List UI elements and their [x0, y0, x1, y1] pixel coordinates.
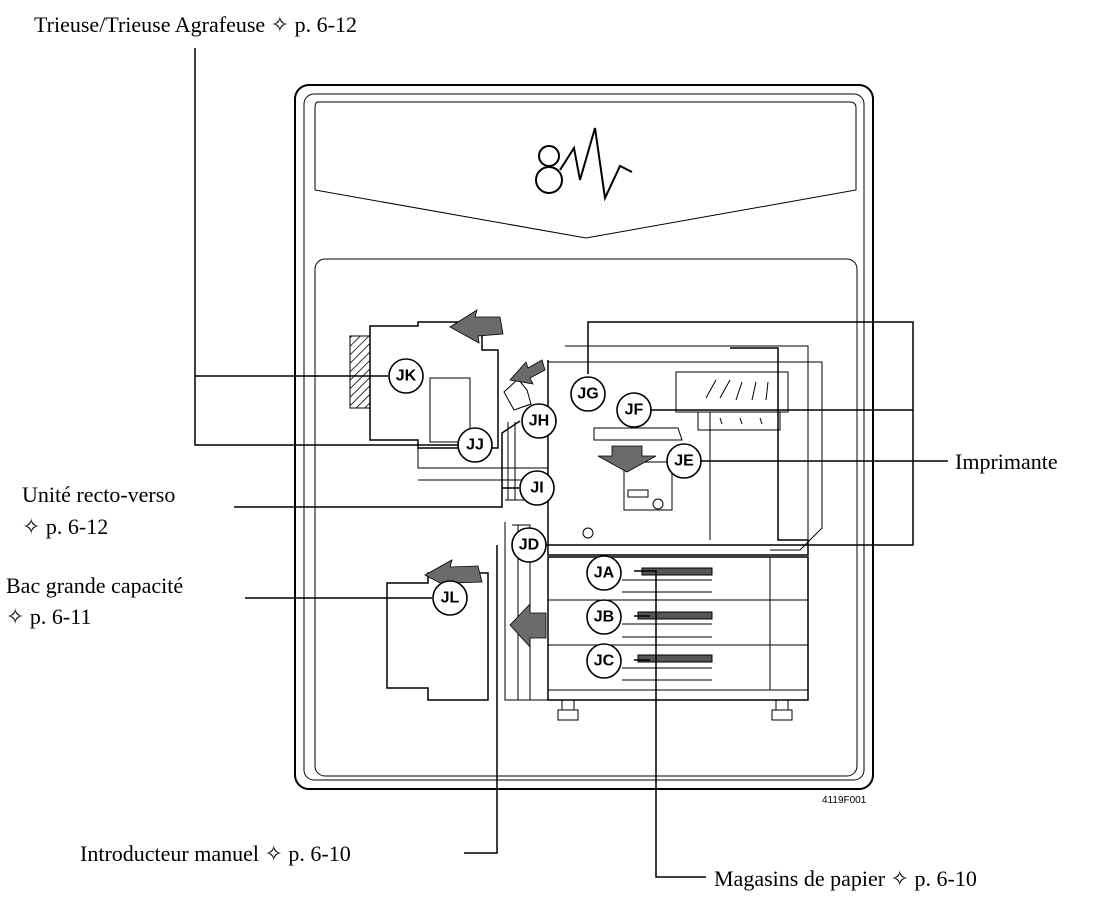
callout-JL: JL — [432, 580, 468, 616]
callout-JJ: JJ — [457, 427, 493, 463]
svg-text:JL: JL — [441, 590, 460, 607]
label-manual-feed: Introducteur manuel ✧ p. 6-10 — [80, 841, 351, 866]
svg-text:JI: JI — [530, 480, 543, 497]
arrow-up-left-icon — [509, 359, 546, 385]
printer-unit — [547, 345, 823, 556]
svg-text:JB: JB — [594, 609, 614, 626]
callout-JK: JK — [388, 358, 424, 394]
callout-JF: JF — [616, 392, 652, 428]
callout-JI: JI — [519, 470, 555, 506]
arrow-left-icon — [449, 309, 504, 344]
callout-JB: JB — [586, 599, 622, 635]
svg-text:JJ: JJ — [466, 437, 484, 454]
high-capacity-feeder — [386, 559, 489, 701]
arrow-left-icon — [509, 603, 547, 649]
header-panel — [314, 101, 857, 239]
label-hcf-page: ✧ p. 6-11 — [6, 604, 91, 629]
label-paper-trays: Magasins de papier ✧ p. 6-10 — [714, 866, 977, 891]
label-hcf: Bac grande capacité — [6, 573, 183, 598]
svg-text:JE: JE — [674, 453, 694, 470]
callout-JA: JA — [586, 555, 622, 591]
callout-JH: JH — [521, 403, 557, 439]
leader-lines — [194, 48, 948, 878]
callout-JE: JE — [666, 443, 702, 479]
svg-text:JK: JK — [396, 368, 417, 385]
label-printer: Imprimante — [955, 449, 1058, 474]
callout-JC: JC — [586, 643, 622, 679]
svg-text:JD: JD — [519, 537, 539, 554]
label-duplex-page: ✧ p. 6-12 — [22, 514, 108, 539]
svg-text:JH: JH — [529, 413, 549, 430]
logo-icon — [535, 127, 633, 202]
diagram-panel — [294, 84, 874, 790]
label-sorter: Trieuse/Trieuse Agrafeuse ✧ p. 6-12 — [34, 12, 357, 37]
callout-JD: JD — [511, 527, 547, 563]
figure-id: 4119F001 — [822, 795, 867, 806]
callout-JG: JG — [570, 376, 606, 412]
label-duplex: Unité recto-verso — [22, 482, 175, 507]
svg-text:JG: JG — [577, 386, 598, 403]
sorter-unit — [349, 309, 548, 481]
svg-text:JC: JC — [594, 653, 615, 670]
machine-panel — [314, 258, 858, 777]
svg-text:JF: JF — [625, 402, 644, 419]
arrow-down-icon — [597, 445, 657, 473]
svg-text:JA: JA — [594, 565, 615, 582]
paper-tray-stack — [504, 522, 809, 721]
